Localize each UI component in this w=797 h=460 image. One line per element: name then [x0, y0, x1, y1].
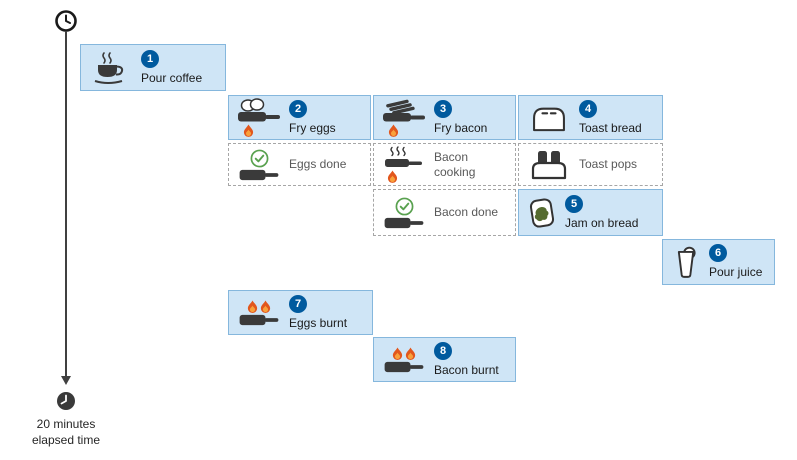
task-bacon-burnt: 8 Bacon burnt: [373, 337, 516, 382]
task-pour-coffee: 1 Pour coffee: [80, 44, 226, 91]
step-badge: 1: [141, 49, 159, 68]
toaster-icon: [527, 104, 571, 132]
task-label: Pour coffee: [141, 70, 203, 85]
step-badge: 8: [434, 341, 452, 360]
elapsed-line-2: elapsed time: [31, 433, 101, 448]
step-badge: 6: [709, 244, 727, 263]
step-badge: 3: [434, 99, 452, 118]
task-label: Pour juice: [709, 265, 763, 280]
task-toast-bread: 4 Toast bread: [518, 95, 663, 140]
elapsed-line-1: 20 minutes: [36, 417, 96, 431]
task-fry-bacon: 3 Fry bacon: [373, 95, 516, 140]
step-badge: 2: [289, 99, 307, 118]
toaster-toast-icon: [527, 150, 571, 180]
bread-jam-icon: [527, 196, 557, 230]
check-pan-icon: [237, 149, 281, 181]
task-jam-on-bread: 5 Jam on bread: [518, 189, 663, 236]
elapsed-time-label: 20 minutes elapsed time: [18, 416, 114, 448]
status-label: Bacon done: [434, 205, 499, 220]
status-eggs-done: Eggs done: [228, 143, 371, 186]
pan-two-flames-icon: [382, 346, 426, 373]
task-label: Jam on bread: [565, 215, 639, 230]
step-badge: 4: [579, 99, 597, 118]
status-label: Bacon cooking: [434, 150, 476, 179]
pan-steam-flame-icon: [382, 146, 426, 183]
step-badge: 7: [289, 294, 307, 313]
task-label: Eggs burnt: [289, 315, 348, 330]
task-label: Toast bread: [579, 120, 642, 135]
juice-glass-icon: [671, 246, 701, 279]
status-toast-pops: Toast pops: [518, 143, 663, 186]
task-label: Bacon burnt: [434, 362, 499, 377]
task-eggs-burnt: 7 Eggs burnt: [228, 290, 373, 335]
pan-bacon-flame-icon: [382, 98, 426, 137]
coffee-cup-icon: [89, 51, 133, 84]
task-label: Fry eggs: [289, 120, 336, 135]
step-badge: 5: [565, 194, 583, 213]
status-label: Eggs done: [289, 157, 347, 172]
status-label: Toast pops: [579, 157, 638, 172]
pan-two-flames-icon: [237, 299, 281, 326]
task-fry-eggs: 2 Fry eggs: [228, 95, 371, 140]
clock-start-icon: [54, 9, 78, 38]
status-bacon-done: Bacon done: [373, 189, 516, 236]
clock-end-icon: [56, 391, 76, 416]
timeline-axis: [65, 31, 67, 377]
task-label: Fry bacon: [434, 120, 488, 135]
check-pan-icon: [382, 197, 426, 229]
status-bacon-cooking: Bacon cooking: [373, 143, 516, 186]
task-pour-juice: 6 Pour juice: [662, 239, 775, 285]
timeline-arrowhead-icon: [61, 376, 71, 385]
pan-eggs-flame-icon: [237, 98, 281, 137]
